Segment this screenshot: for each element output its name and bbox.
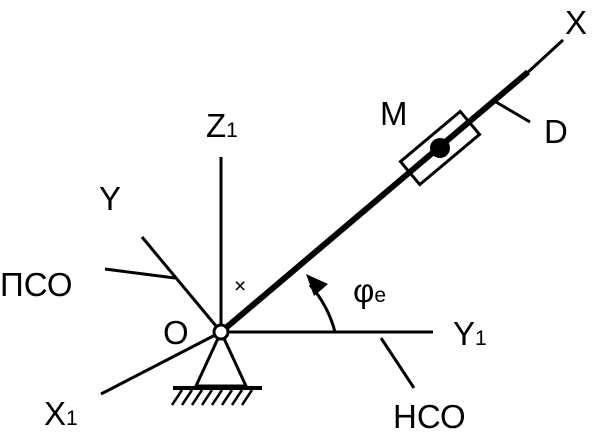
label-phi-main: φ bbox=[353, 272, 374, 309]
hinge-o bbox=[212, 323, 230, 341]
label-x1-main: X bbox=[44, 395, 66, 432]
label-nso: НСО bbox=[393, 398, 466, 435]
label-z1-sub: 1 bbox=[226, 119, 238, 142]
y-axis bbox=[140, 236, 223, 333]
label-m: M bbox=[380, 95, 408, 132]
label-phi-e: φe bbox=[353, 272, 386, 309]
label-d: D bbox=[544, 113, 568, 150]
x-axis bbox=[524, 38, 565, 76]
label-cross: × bbox=[234, 275, 246, 298]
point-m bbox=[430, 138, 450, 158]
label-z1: Z1 bbox=[206, 107, 238, 144]
label-y: Y bbox=[99, 180, 121, 217]
ground-hatching bbox=[170, 389, 254, 406]
d-marker-line bbox=[495, 100, 531, 124]
slider-block bbox=[398, 109, 482, 187]
label-phi-sub: e bbox=[374, 284, 386, 307]
rod bbox=[219, 69, 530, 335]
label-y1: Y1 bbox=[453, 315, 487, 352]
label-y1-main: Y bbox=[453, 315, 475, 352]
label-x1-sub: 1 bbox=[66, 407, 78, 430]
label-o: O bbox=[163, 314, 189, 351]
label-pso: ПСО bbox=[0, 266, 73, 303]
label-y1-sub: 1 bbox=[475, 327, 487, 350]
label-x: X bbox=[565, 4, 587, 41]
nso-marker-line bbox=[379, 337, 416, 389]
pso-marker-line bbox=[104, 267, 176, 280]
label-x1: X1 bbox=[44, 395, 78, 432]
angle-arrowhead bbox=[306, 274, 328, 296]
x1-axis bbox=[100, 330, 222, 396]
label-z1-main: Z bbox=[206, 107, 226, 144]
